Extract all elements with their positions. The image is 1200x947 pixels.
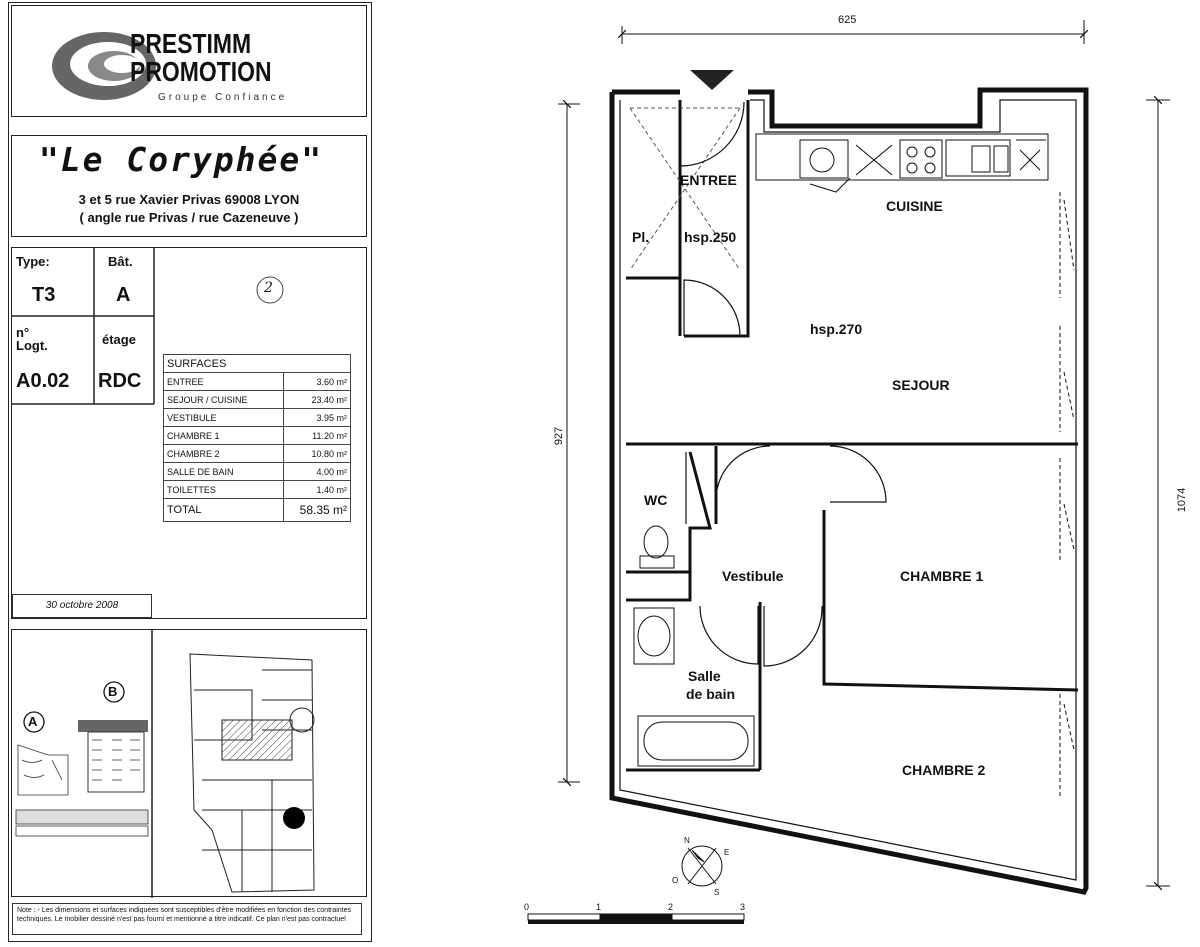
project-box: "Le Coryphée" 3 et 5 rue Xavier Privas 6…: [11, 135, 367, 237]
surface-value: 1.40 m²: [283, 480, 351, 499]
site-plan-box: A B: [11, 629, 367, 898]
surface-name: CHAMBRE 2: [163, 444, 284, 463]
surface-name: SEJOUR / CUISINE: [163, 390, 284, 409]
etage-label: étage: [102, 332, 136, 347]
windows: [1059, 192, 1075, 798]
etage-value: RDC: [98, 370, 142, 392]
circled-number: 2: [264, 280, 273, 296]
room-label-cuisine: CUISINE: [886, 198, 943, 214]
room-label-chambre2: CHAMBRE 2: [902, 762, 986, 778]
bat-value: A: [116, 284, 131, 306]
room-label-placard: Pl.: [632, 229, 650, 245]
scale-bar: [527, 913, 745, 924]
compass-icon: [681, 845, 723, 887]
logt-label: n° Logt.: [16, 325, 48, 353]
room-label-vestibule: Vestibule: [722, 568, 784, 584]
wc-fixtures: [633, 525, 755, 767]
room-label-salle: Salle: [688, 668, 721, 684]
entrance-arrow-icon: [690, 70, 734, 90]
surface-value: 10.80 m²: [283, 444, 351, 463]
outer-walls: [609, 87, 1089, 895]
surface-value: 23.40 m²: [283, 390, 351, 409]
brand-line2: PROMOTION: [130, 56, 272, 87]
type-value: T3: [32, 284, 56, 306]
surface-value: 3.95 m²: [283, 408, 351, 427]
surface-value: 11.20 m²: [283, 426, 351, 445]
compass-s: S: [714, 888, 720, 897]
disclaimer-note: Note : - Les dimensions et surfaces indi…: [12, 903, 362, 935]
room-label-de-bain: de bain: [686, 686, 736, 702]
dim-left: 927: [553, 426, 566, 446]
dim-right: 1074: [1176, 487, 1189, 513]
surface-name: ENTREE: [163, 372, 284, 391]
dimension-lines: [558, 20, 1170, 886]
bat-label: Bât.: [108, 254, 133, 269]
surface-name: SALLE DE BAIN: [163, 462, 284, 481]
surfaces-header-row: SURFACES: [163, 354, 351, 373]
surfaces-header: SURFACES: [163, 354, 351, 373]
type-label: Type:: [16, 254, 50, 269]
logo-box: PRESTIMM PROMOTION Groupe Confiance: [11, 5, 367, 117]
compass-o: O: [672, 876, 679, 885]
room-label-chambre1: CHAMBRE 1: [900, 568, 984, 584]
surface-name: CHAMBRE 1: [163, 426, 284, 445]
site-plan-drawing: [15, 630, 315, 898]
dim-top: 625: [838, 14, 857, 26]
logt-value: A0.02: [16, 370, 70, 392]
room-label-hsp270: hsp.270: [810, 321, 863, 337]
prestimm-logo-icon: [52, 32, 156, 100]
room-label-wc: WC: [644, 492, 668, 508]
surface-name: VESTIBULE: [163, 408, 284, 427]
surface-value: 4.00 m²: [283, 462, 351, 481]
surface-name: TOILETTES: [163, 480, 284, 499]
project-address-1: 3 et 5 rue Xavier Privas 69008 LYON: [78, 192, 300, 207]
site-label-b: B: [108, 684, 118, 699]
scale-2: 2: [668, 902, 674, 912]
scale-3: 3: [740, 902, 746, 912]
plan-date: 30 octobre 2008: [12, 594, 152, 618]
scale-1: 1: [596, 902, 602, 912]
kitchen-counter: [755, 133, 1049, 193]
brand-line1: PRESTIMM: [130, 28, 252, 59]
surface-value: 3.60 m²: [283, 372, 351, 391]
scale-0: 0: [524, 902, 530, 912]
project-name: "Le Coryphée": [38, 140, 324, 179]
surface-total-value: 58.35 m²: [283, 498, 351, 522]
lot-grid-lines: [12, 248, 284, 405]
compass-n: N: [684, 836, 690, 845]
project-address-2: ( angle rue Privas / rue Cazeneuve ): [79, 210, 299, 225]
site-label-a: A: [28, 714, 38, 729]
brand-tagline: Groupe Confiance: [158, 92, 288, 103]
surface-total-label: TOTAL: [163, 498, 284, 522]
room-label-entree: ENTREE: [680, 172, 737, 188]
room-label-sejour: SEJOUR: [892, 377, 950, 393]
room-label-hsp250: hsp.250: [684, 229, 737, 245]
title-block: PRESTIMM PROMOTION Groupe Confiance "Le …: [8, 2, 372, 942]
compass-e: E: [724, 848, 730, 857]
